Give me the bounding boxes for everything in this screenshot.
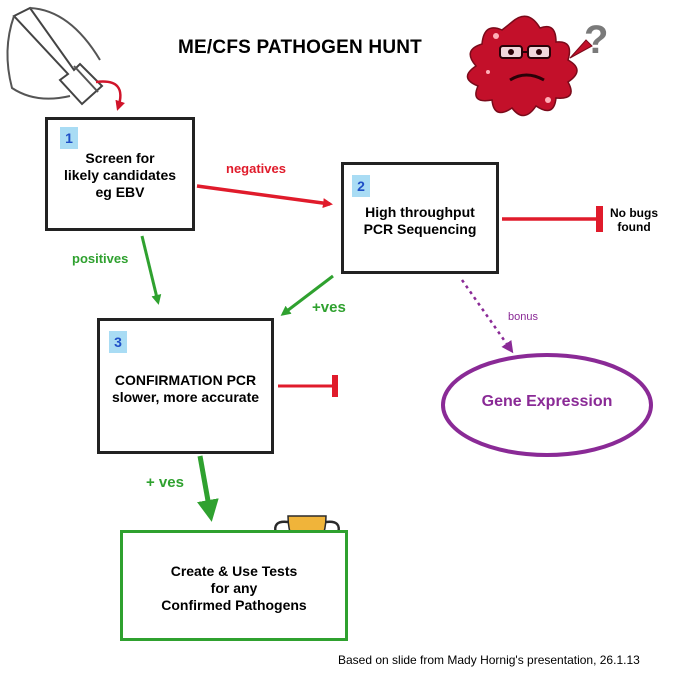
no-bugs-label: No bugs found <box>610 206 658 234</box>
conf-plus-ves-label: + ves <box>146 474 184 491</box>
positives-arrow <box>140 235 162 305</box>
negatives-label: negatives <box>226 161 286 176</box>
flask-to-screen-arrow <box>95 80 125 111</box>
no-bugs-inhibitor-bar <box>596 206 603 232</box>
screen-box-text: Screen for likely candidates eg EBV <box>48 150 192 201</box>
gene-expression-ellipse <box>441 353 653 457</box>
tests-box: Create & Use Tests for any Confirmed Pat… <box>120 530 348 641</box>
question-mark: ? <box>584 18 609 62</box>
no-bugs-line-2: found <box>617 220 651 234</box>
screen-box: 1 Screen for likely candidates eg EBV <box>45 117 195 231</box>
step-badge-2: 2 <box>352 175 370 197</box>
confirmation-line-2: slower, more accurate <box>111 389 260 405</box>
sequencing-box-text: High throughput PCR Sequencing <box>344 204 496 238</box>
confirmation-box: 3 CONFIRMATION PCR slower, more accurate <box>97 318 274 454</box>
page-title: ME/CFS PATHOGEN HUNT <box>178 37 422 58</box>
tests-line-3: Confirmed Pathogens <box>161 597 307 613</box>
step-badge-1: 1 <box>60 127 78 149</box>
step-badge-3: 3 <box>109 331 127 353</box>
screen-line-1: Screen for <box>85 150 155 166</box>
virus-mascot-icon <box>466 15 593 117</box>
confirmation-inhibitor-bar <box>332 375 338 397</box>
bonus-label: bonus <box>508 311 538 323</box>
positives-label: positives <box>72 251 129 266</box>
no-bugs-line-1: No bugs <box>610 206 658 220</box>
tests-box-text: Create & Use Tests for any Confirmed Pat… <box>123 563 345 614</box>
screen-line-2: likely candidates <box>63 167 177 183</box>
screen-line-3: eg EBV <box>95 184 145 200</box>
flask-icon <box>6 6 104 106</box>
sequencing-line-1: High throughput <box>365 204 475 220</box>
sequencing-box: 2 High throughput PCR Sequencing <box>341 162 499 274</box>
confirmation-line-1: CONFIRMATION PCR <box>114 372 257 388</box>
gene-expression-label: Gene Expression <box>481 393 613 410</box>
tests-line-1: Create & Use Tests <box>170 563 298 579</box>
negatives-arrow <box>196 184 333 209</box>
bonus-arrow <box>460 279 514 354</box>
seq-plus-ves-arrow <box>280 274 334 316</box>
seq-plus-ves-label: +ves <box>312 299 346 316</box>
tests-line-2: for any <box>210 580 258 596</box>
sequencing-line-2: PCR Sequencing <box>363 221 477 237</box>
confirmation-box-text: CONFIRMATION PCR slower, more accurate <box>100 372 271 406</box>
footer-credit: Based on slide from Mady Hornig's presen… <box>338 653 640 667</box>
conf-plus-ves-arrow <box>197 455 219 522</box>
